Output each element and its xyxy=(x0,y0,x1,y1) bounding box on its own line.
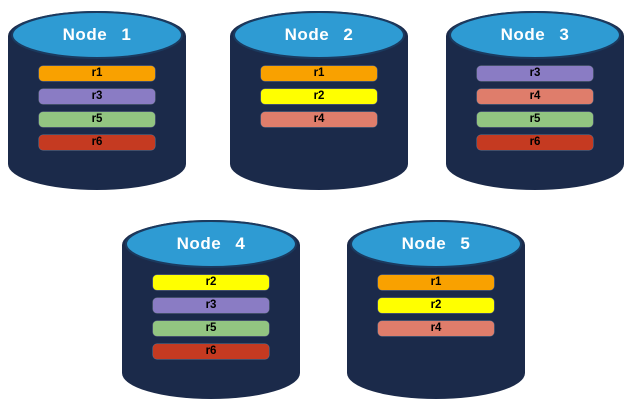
node-title: Node 3 xyxy=(500,25,570,44)
replica-bar-r3: r3 xyxy=(477,66,593,81)
node-cylinder-2: Node 2 r1 r2 r4 xyxy=(230,8,408,192)
replica-label: r3 xyxy=(529,67,541,79)
replica-bar-r2: r2 xyxy=(261,89,377,104)
replica-label: r6 xyxy=(205,345,217,357)
node-cylinder-1: Node 1 r1 r3 r5 r6 xyxy=(8,8,186,192)
replica-bar-r1: r1 xyxy=(378,275,494,290)
replica-bar-r5: r5 xyxy=(477,112,593,127)
replica-list: r1 r3 r5 r6 xyxy=(39,66,155,158)
replica-label: r1 xyxy=(313,67,325,79)
replica-label: r3 xyxy=(205,299,217,311)
replica-bar-r3: r3 xyxy=(39,89,155,104)
replica-label: r5 xyxy=(529,113,541,125)
replica-bar-r1: r1 xyxy=(39,66,155,81)
replica-label: r5 xyxy=(91,113,103,125)
replica-label: r2 xyxy=(205,276,217,288)
replica-bar-r6: r6 xyxy=(39,135,155,150)
replica-label: r4 xyxy=(529,90,541,102)
replica-label: r2 xyxy=(430,299,442,311)
replica-bar-r6: r6 xyxy=(477,135,593,150)
replica-label: r3 xyxy=(91,90,103,102)
replica-bar-r6: r6 xyxy=(153,344,269,359)
replica-label: r4 xyxy=(313,113,325,125)
node-cylinder-5: Node 5 r1 r2 r4 xyxy=(347,217,525,401)
replica-bar-r4: r4 xyxy=(378,321,494,336)
replica-bar-r5: r5 xyxy=(39,112,155,127)
replica-list: r1 r2 r4 xyxy=(378,275,494,344)
replica-label: r5 xyxy=(205,322,217,334)
replica-bar-r2: r2 xyxy=(378,298,494,313)
replica-bar-r3: r3 xyxy=(153,298,269,313)
replica-label: r1 xyxy=(91,67,103,79)
node-title: Node 4 xyxy=(176,234,246,253)
replica-label: r6 xyxy=(529,136,541,148)
replica-bar-r2: r2 xyxy=(153,275,269,290)
node-title: Node 2 xyxy=(284,25,354,44)
replica-label: r4 xyxy=(430,322,442,334)
replica-label: r6 xyxy=(91,136,103,148)
replica-label: r2 xyxy=(313,90,325,102)
replica-bar-r4: r4 xyxy=(261,112,377,127)
replica-list: r2 r3 r5 r6 xyxy=(153,275,269,367)
node-title: Node 5 xyxy=(401,234,471,253)
replica-list: r3 r4 r5 r6 xyxy=(477,66,593,158)
replica-bar-r4: r4 xyxy=(477,89,593,104)
replica-label: r1 xyxy=(430,276,442,288)
node-cylinder-4: Node 4 r2 r3 r5 r6 xyxy=(122,217,300,401)
replica-bar-r1: r1 xyxy=(261,66,377,81)
replica-bar-r5: r5 xyxy=(153,321,269,336)
node-cylinder-3: Node 3 r3 r4 r5 r6 xyxy=(446,8,624,192)
node-title: Node 1 xyxy=(62,25,132,44)
replica-list: r1 r2 r4 xyxy=(261,66,377,135)
